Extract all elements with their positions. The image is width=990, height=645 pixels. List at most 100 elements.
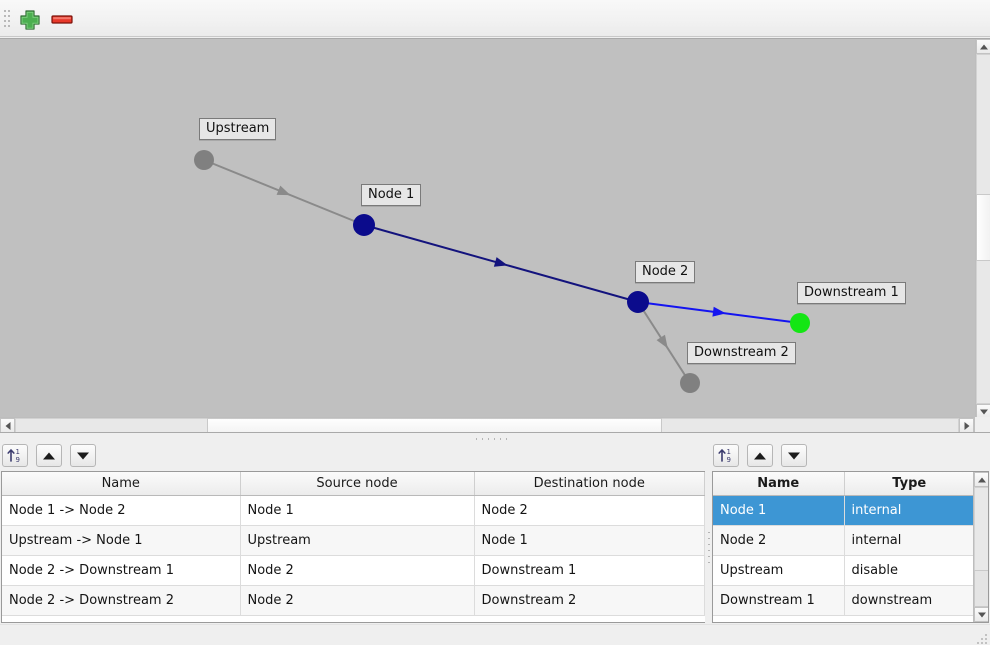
status-bar xyxy=(0,624,990,645)
nodes-move-up-button[interactable] xyxy=(747,444,773,467)
edges-cell-source[interactable]: Node 1 xyxy=(240,495,475,526)
edges-cell-destination[interactable]: Node 1 xyxy=(474,525,705,556)
edges-sort-button[interactable]: 1 9 xyxy=(2,444,28,467)
nodes-cell-name[interactable]: Node 2 xyxy=(713,525,845,556)
chevron-down-icon xyxy=(979,409,988,414)
graph-node-node2[interactable] xyxy=(627,291,649,313)
nodes-column-header-1[interactable]: Type xyxy=(844,472,975,496)
nodes-cell-name[interactable]: Node 1 xyxy=(713,495,845,526)
graph-edge-arrow-node1-node2 xyxy=(493,257,508,267)
chevron-down-icon xyxy=(977,612,986,617)
main-toolbar xyxy=(0,0,990,37)
vertical-splitter-grip-icon xyxy=(708,532,711,564)
horizontal-splitter[interactable] xyxy=(0,434,990,444)
edges-cell-source[interactable]: Node 2 xyxy=(240,555,475,586)
nodes-scroll-up-button[interactable] xyxy=(974,472,988,487)
edges-cell-destination[interactable]: Downstream 1 xyxy=(474,555,705,586)
canvas-scroll-corner xyxy=(975,417,990,432)
edges-column-header-2[interactable]: Destination node xyxy=(474,472,705,496)
edges-column-header-0[interactable]: Name xyxy=(2,472,241,496)
chevron-right-icon xyxy=(964,421,969,430)
triangle-down-icon xyxy=(77,452,89,459)
nodes-cell-type[interactable]: internal xyxy=(844,525,975,556)
nodes-cell-type[interactable]: disable xyxy=(844,555,975,586)
canvas-scroll-up-button[interactable] xyxy=(976,39,990,54)
canvas-hscroll-thumb[interactable] xyxy=(207,418,662,432)
graph-node-label-upstream[interactable]: Upstream xyxy=(199,118,277,140)
graph-node-label-downstream2[interactable]: Downstream 2 xyxy=(687,342,796,364)
edges-move-down-button[interactable] xyxy=(70,444,96,467)
chevron-up-icon xyxy=(977,477,986,482)
vertical-splitter[interactable] xyxy=(705,470,713,623)
graph-node-label-node2[interactable]: Node 2 xyxy=(635,261,696,283)
splitter-grip-icon xyxy=(476,438,512,441)
node-layer xyxy=(194,150,810,393)
nodes-cell-name[interactable]: Upstream xyxy=(713,555,845,586)
edges-move-up-button[interactable] xyxy=(36,444,62,467)
edges-cell-name[interactable]: Node 2 -> Downstream 1 xyxy=(2,555,241,586)
graph-svg xyxy=(194,150,810,393)
graph-node-upstream[interactable] xyxy=(194,150,214,170)
nodes-cell-type[interactable]: internal xyxy=(844,495,975,526)
nodes-cell-type[interactable]: downstream xyxy=(844,585,975,616)
nodes-table-vertical-scrollbar[interactable] xyxy=(973,472,988,622)
edges-cell-name[interactable]: Node 2 -> Downstream 2 xyxy=(2,585,241,616)
edges-cell-name[interactable]: Node 1 -> Node 2 xyxy=(2,495,241,526)
canvas-vertical-scrollbar[interactable] xyxy=(975,39,990,419)
nodes-scroll-down-button[interactable] xyxy=(974,607,988,622)
edges-cell-source[interactable]: Upstream xyxy=(240,525,475,556)
svg-text:1: 1 xyxy=(727,448,731,456)
graph-node-downstream2[interactable] xyxy=(680,373,700,393)
edges-cell-source[interactable]: Node 2 xyxy=(240,585,475,616)
edges-cell-destination[interactable]: Downstream 2 xyxy=(474,585,705,616)
graph-node-node1[interactable] xyxy=(353,214,375,236)
svg-text:9: 9 xyxy=(16,456,20,464)
canvas-vscroll-thumb[interactable] xyxy=(976,194,990,261)
svg-text:9: 9 xyxy=(727,456,731,464)
canvas-scroll-right-button[interactable] xyxy=(959,418,974,432)
nodes-sort-button[interactable]: 1 9 xyxy=(713,444,739,467)
triangle-up-icon xyxy=(43,452,55,459)
triangle-down-icon xyxy=(788,452,800,459)
window-resize-grip-icon[interactable] xyxy=(976,633,987,644)
nodes-vscroll-thumb[interactable] xyxy=(974,570,988,607)
add-node-button[interactable] xyxy=(16,8,44,30)
graph-edge-arrow-node2-downstream2 xyxy=(656,334,668,349)
graph-node-label-node1[interactable]: Node 1 xyxy=(361,184,422,206)
canvas-horizontal-scrollbar[interactable] xyxy=(0,417,974,432)
graph-node-label-downstream1[interactable]: Downstream 1 xyxy=(797,282,906,304)
edges-cell-destination[interactable]: Node 2 xyxy=(474,495,705,526)
graph-edge-arrow-upstream-node1 xyxy=(276,185,291,196)
delete-node-button[interactable] xyxy=(48,8,76,30)
chevron-up-icon xyxy=(979,44,988,49)
canvas-scroll-left-button[interactable] xyxy=(0,418,15,432)
edges-column-header-1[interactable]: Source node xyxy=(240,472,475,496)
graph-node-downstream1[interactable] xyxy=(790,313,810,333)
nodes-move-down-button[interactable] xyxy=(781,444,807,467)
toolbar-grip[interactable] xyxy=(4,10,10,27)
chevron-left-icon xyxy=(5,421,10,430)
svg-text:1: 1 xyxy=(16,448,20,456)
nodes-cell-name[interactable]: Downstream 1 xyxy=(713,585,845,616)
nodes-column-header-0[interactable]: Name xyxy=(713,472,845,496)
edges-cell-name[interactable]: Upstream -> Node 1 xyxy=(2,525,241,556)
